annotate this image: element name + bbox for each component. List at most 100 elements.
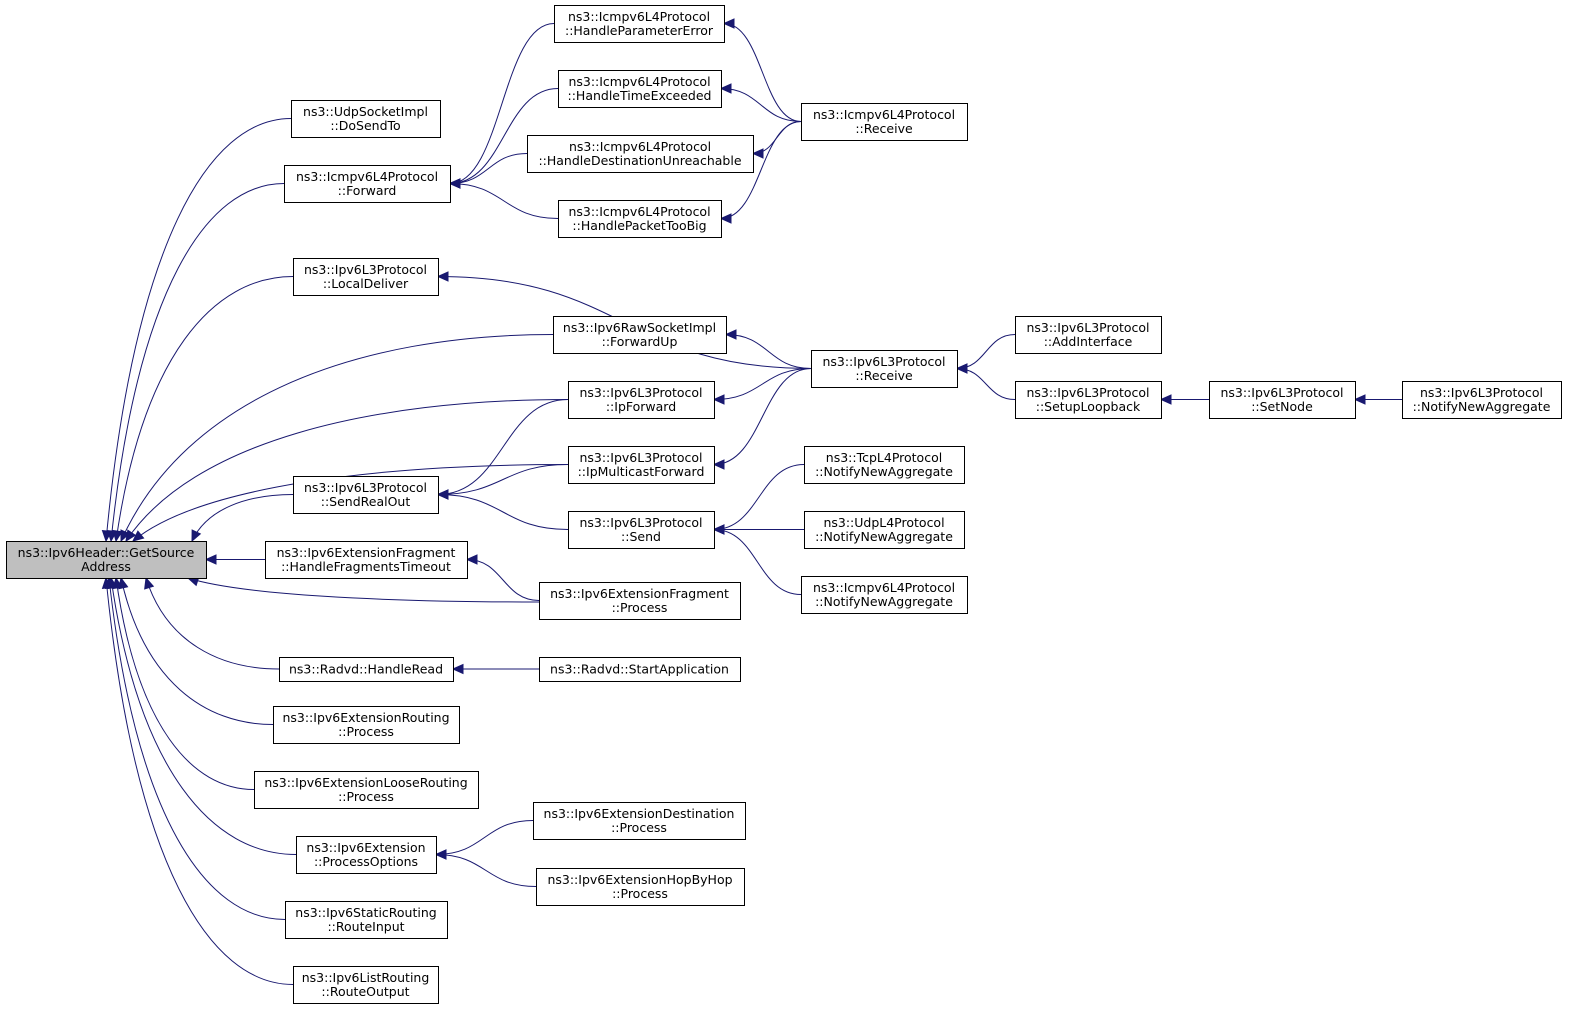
node-label-l3setnode-0: ns3::Ipv6L3Protocol bbox=[1220, 385, 1343, 400]
node-l3setnode[interactable]: ns3::Ipv6L3Protocol::SetNode bbox=[1209, 381, 1356, 419]
node-staticroute[interactable]: ns3::Ipv6StaticRouting::RouteInput bbox=[285, 901, 448, 939]
node-l3setuploopback[interactable]: ns3::Ipv6L3Protocol::SetupLoopback bbox=[1015, 381, 1162, 419]
node-label-fragprocess-0: ns3::Ipv6ExtensionFragment bbox=[550, 586, 729, 601]
node-label-udpnotify-1: ::NotifyNewAggregate bbox=[815, 529, 953, 544]
node-l3localdeliver[interactable]: ns3::Ipv6L3Protocol::LocalDeliver bbox=[293, 258, 439, 296]
edge-l3ipforward-to-l3sendrealout bbox=[437, 399, 569, 495]
node-udpnotify[interactable]: ns3::UdpL4Protocol::NotifyNewAggregate bbox=[804, 511, 965, 549]
node-fragprocess[interactable]: ns3::Ipv6ExtensionFragment::Process bbox=[539, 582, 741, 620]
node-routingprocess[interactable]: ns3::Ipv6ExtensionRouting::Process bbox=[273, 706, 460, 744]
arrowhead-icmpreceive-to-icmptime bbox=[719, 83, 732, 94]
node-destprocess[interactable]: ns3::Ipv6ExtensionDestination::Process bbox=[533, 802, 746, 840]
node-rawforwardup[interactable]: ns3::Ipv6RawSocketImpl::ForwardUp bbox=[553, 316, 727, 354]
arrowhead-l3send-to-l3sendrealout bbox=[436, 489, 449, 500]
arrowhead-icmpreceive-to-icmpparam bbox=[722, 18, 735, 29]
node-box-l3sendrealout bbox=[293, 476, 439, 514]
edge-looseprocess-to-getsource bbox=[115, 577, 255, 790]
node-l3ipmcast[interactable]: ns3::Ipv6L3Protocol::IpMulticastForward bbox=[568, 446, 715, 484]
node-label-icmpnotify-0: ns3::Icmpv6L4Protocol bbox=[813, 580, 955, 595]
node-l3ipforward[interactable]: ns3::Ipv6L3Protocol::IpForward bbox=[568, 381, 715, 419]
edge-l3localdeliver-to-getsource bbox=[115, 276, 294, 542]
node-l3sendrealout[interactable]: ns3::Ipv6L3Protocol::SendRealOut bbox=[293, 476, 439, 514]
node-hopprocess[interactable]: ns3::Ipv6ExtensionHopByHop::Process bbox=[536, 868, 745, 906]
node-label-l3send-1: ::Send bbox=[621, 529, 661, 544]
node-label-hopprocess-0: ns3::Ipv6ExtensionHopByHop bbox=[547, 872, 732, 887]
node-label-icmpdest-0: ns3::Icmpv6L4Protocol bbox=[569, 139, 711, 154]
node-label-l3setuploopback-0: ns3::Ipv6L3Protocol bbox=[1026, 385, 1149, 400]
node-l3addinterface[interactable]: ns3::Ipv6L3Protocol::AddInterface bbox=[1015, 316, 1162, 354]
node-label-icmptoobig-0: ns3::Icmpv6L4Protocol bbox=[568, 204, 710, 219]
node-extprocessopts[interactable]: ns3::Ipv6Extension::ProcessOptions bbox=[296, 836, 437, 874]
node-label-radvdread-0: ns3::Radvd::HandleRead bbox=[289, 662, 443, 677]
node-label-udpdosendto-0: ns3::UdpSocketImpl bbox=[303, 104, 428, 119]
arrowhead-icmpnotify-to-l3send bbox=[712, 524, 725, 535]
node-label-l3setnode-1: ::SetNode bbox=[1251, 399, 1313, 414]
node-box-fragprocess bbox=[539, 582, 741, 620]
node-label-l3notifyagg-1: ::NotifyNewAggregate bbox=[1413, 399, 1551, 414]
node-radvdstart[interactable]: ns3::Radvd::StartApplication bbox=[539, 657, 741, 682]
node-icmpdest[interactable]: ns3::Icmpv6L4Protocol::HandleDestination… bbox=[527, 135, 754, 173]
node-label-l3localdeliver-0: ns3::Ipv6L3Protocol bbox=[304, 262, 427, 277]
node-label-icmptoobig-1: ::HandlePacketTooBig bbox=[572, 218, 706, 233]
node-label-getsource-1: Address bbox=[81, 559, 131, 574]
arrowhead-l3setuploopback-to-l3receive bbox=[955, 363, 968, 374]
node-radvdread[interactable]: ns3::Radvd::HandleRead bbox=[279, 657, 454, 682]
node-l3notifyagg[interactable]: ns3::Ipv6L3Protocol::NotifyNewAggregate bbox=[1402, 381, 1562, 419]
node-label-icmpforward-0: ns3::Icmpv6L4Protocol bbox=[296, 169, 438, 184]
node-udpdosendto[interactable]: ns3::UdpSocketImpl::DoSendTo bbox=[291, 100, 441, 138]
node-box-icmpnotify bbox=[801, 576, 968, 614]
arrowhead-l3receive-to-l3ipforward bbox=[712, 394, 725, 405]
node-icmpparam[interactable]: ns3::Icmpv6L4Protocol::HandleParameterEr… bbox=[554, 5, 725, 43]
arrowhead-l3localdeliver-to-getsource bbox=[112, 529, 123, 543]
node-box-fragtimeout bbox=[265, 541, 468, 579]
node-label-l3addinterface-0: ns3::Ipv6L3Protocol bbox=[1026, 320, 1149, 335]
edge-hopprocess-to-extprocessopts bbox=[435, 854, 537, 887]
edge-listroute-to-getsource bbox=[105, 577, 294, 985]
node-fragtimeout[interactable]: ns3::Ipv6ExtensionFragment::HandleFragme… bbox=[265, 541, 468, 579]
node-listroute[interactable]: ns3::Ipv6ListRouting::RouteOutput bbox=[293, 966, 439, 1004]
node-icmptoobig[interactable]: ns3::Icmpv6L4Protocol::HandlePacketTooBi… bbox=[558, 200, 722, 238]
node-icmptime[interactable]: ns3::Icmpv6L4Protocol::HandleTimeExceede… bbox=[558, 70, 722, 108]
node-label-getsource-0: ns3::Ipv6Header::GetSource bbox=[18, 545, 195, 560]
edge-icmpforward-to-getsource bbox=[110, 183, 285, 542]
node-label-staticroute-0: ns3::Ipv6StaticRouting bbox=[295, 905, 436, 920]
arrowhead-l3receive-to-l3localdeliver bbox=[436, 271, 449, 282]
arrowhead-fragprocess-to-fragtimeout bbox=[465, 554, 478, 565]
node-label-destprocess-1: ::Process bbox=[611, 820, 667, 835]
node-label-destprocess-0: ns3::Ipv6ExtensionDestination bbox=[544, 806, 735, 821]
node-box-udpdosendto bbox=[291, 100, 441, 138]
edge-icmpdest-to-icmpforward bbox=[449, 153, 528, 184]
node-icmpreceive[interactable]: ns3::Icmpv6L4Protocol::Receive bbox=[801, 103, 968, 141]
node-label-l3receive-1: ::Receive bbox=[855, 368, 913, 383]
edge-l3receive-to-rawforwardup bbox=[725, 334, 812, 369]
arrowhead-icmpreceive-to-icmpdest bbox=[751, 148, 764, 159]
arrowhead-rawforwardup-to-getsource bbox=[120, 529, 131, 543]
node-icmpnotify[interactable]: ns3::Icmpv6L4Protocol::NotifyNewAggregat… bbox=[801, 576, 968, 614]
edge-tcpnotify-to-l3send bbox=[713, 464, 805, 530]
node-icmpforward[interactable]: ns3::Icmpv6L4Protocol::Forward bbox=[284, 165, 451, 203]
arrowhead-l3receive-to-l3ipmcast bbox=[712, 459, 725, 470]
node-box-radvdread bbox=[279, 657, 454, 682]
node-box-l3ipforward bbox=[568, 381, 715, 419]
edge-fragprocess-to-getsource bbox=[187, 577, 540, 603]
edge-l3ipmcast-to-l3sendrealout bbox=[437, 464, 569, 495]
node-l3send[interactable]: ns3::Ipv6L3Protocol::Send bbox=[568, 511, 715, 549]
node-label-l3ipforward-1: ::IpForward bbox=[606, 399, 676, 414]
edge-l3receive-to-l3ipmcast bbox=[713, 368, 812, 465]
node-looseprocess[interactable]: ns3::Ipv6ExtensionLooseRouting::Process bbox=[254, 771, 479, 809]
edge-udpdosendto-to-getsource bbox=[105, 118, 292, 542]
edge-l3ipforward-to-getsource bbox=[125, 399, 569, 542]
node-label-routingprocess-0: ns3::Ipv6ExtensionRouting bbox=[282, 710, 449, 725]
node-box-l3setuploopback bbox=[1015, 381, 1162, 419]
node-l3receive[interactable]: ns3::Ipv6L3Protocol::Receive bbox=[811, 350, 958, 388]
edge-rawforwardup-to-getsource bbox=[120, 334, 554, 542]
node-label-extprocessopts-0: ns3::Ipv6Extension bbox=[306, 840, 425, 855]
node-label-icmptime-1: ::HandleTimeExceeded bbox=[568, 88, 712, 103]
edge-fragprocess-to-fragtimeout bbox=[466, 559, 540, 601]
node-tcpnotify[interactable]: ns3::TcpL4Protocol::NotifyNewAggregate bbox=[804, 446, 965, 484]
edge-l3setuploopback-to-l3receive bbox=[956, 368, 1016, 400]
node-box-icmpparam bbox=[554, 5, 725, 43]
node-label-tcpnotify-0: ns3::TcpL4Protocol bbox=[826, 450, 942, 465]
